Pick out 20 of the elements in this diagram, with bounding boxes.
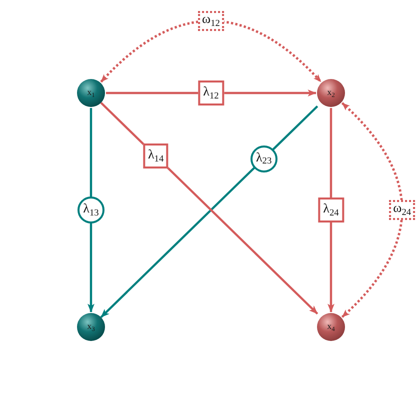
edge-label: λ$_{23}$ xyxy=(250,145,278,172)
node-label: x$_{1}$ xyxy=(87,88,95,98)
sphere-node xyxy=(317,79,345,107)
node-label: x$_{3}$ xyxy=(87,322,95,332)
edge-label: λ$_{14}$ xyxy=(142,144,169,169)
arrow xyxy=(88,108,94,312)
arrow xyxy=(328,108,334,312)
edge-label: λ$_{12}$ xyxy=(198,80,224,106)
sphere-node xyxy=(317,313,345,341)
dotted-arrow xyxy=(341,102,404,318)
dotted-arrow xyxy=(100,20,322,83)
edge-label: λ$_{24}$ xyxy=(318,198,344,222)
node-label: x$_{4}$ xyxy=(327,322,335,332)
sphere-node xyxy=(77,79,105,107)
arrow xyxy=(106,90,316,96)
sphere-node xyxy=(77,313,105,341)
edge-label: ω$_{12}$ xyxy=(198,10,224,31)
edge-label: λ$_{13}$ xyxy=(78,196,104,224)
node-label: x$_{2}$ xyxy=(327,88,335,98)
edge-label: ω$_{24}$ xyxy=(389,200,416,220)
